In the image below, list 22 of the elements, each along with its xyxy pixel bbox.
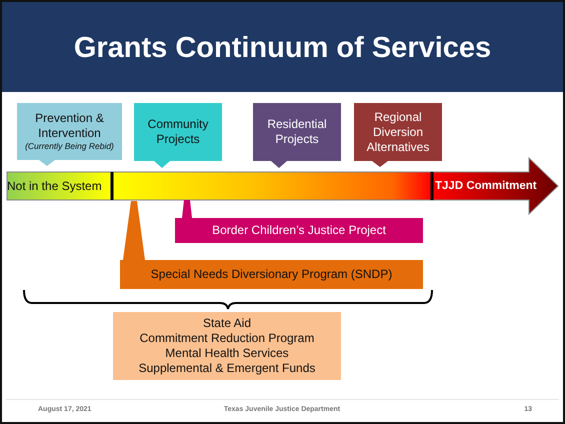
callout-text: Commitment Reduction Program xyxy=(138,331,316,346)
callout-box xyxy=(134,103,222,168)
callout-box xyxy=(253,103,341,168)
callout-text: Regional Diversion Alternatives xyxy=(366,110,430,154)
callout-text: Supplemental & Emergent Funds xyxy=(138,361,316,376)
info-box xyxy=(113,312,341,380)
callout-text: State Aid xyxy=(202,316,252,331)
callout-text: Border Children’s Justice Project xyxy=(211,223,387,238)
stage-label: TJJD Commitment xyxy=(435,179,537,193)
stage-label: Not in the System xyxy=(7,179,102,193)
callout-box xyxy=(120,201,423,289)
callout-text: Residential Projects xyxy=(266,117,328,147)
callout-box xyxy=(354,103,442,167)
callout-box xyxy=(17,103,122,166)
callout-text: Community Projects xyxy=(146,117,210,147)
slide-title: Grants Continuum of Services xyxy=(72,32,492,65)
note-text: (Currently Being Rebid) xyxy=(24,141,115,152)
callout-text: Prevention & Intervention xyxy=(34,111,105,141)
callout-text: Special Needs Diversionary Program (SNDP) xyxy=(150,267,394,282)
continuum-arrow xyxy=(6,157,559,215)
callout-text: Mental Health Services xyxy=(164,346,290,361)
callout-box xyxy=(175,200,423,243)
